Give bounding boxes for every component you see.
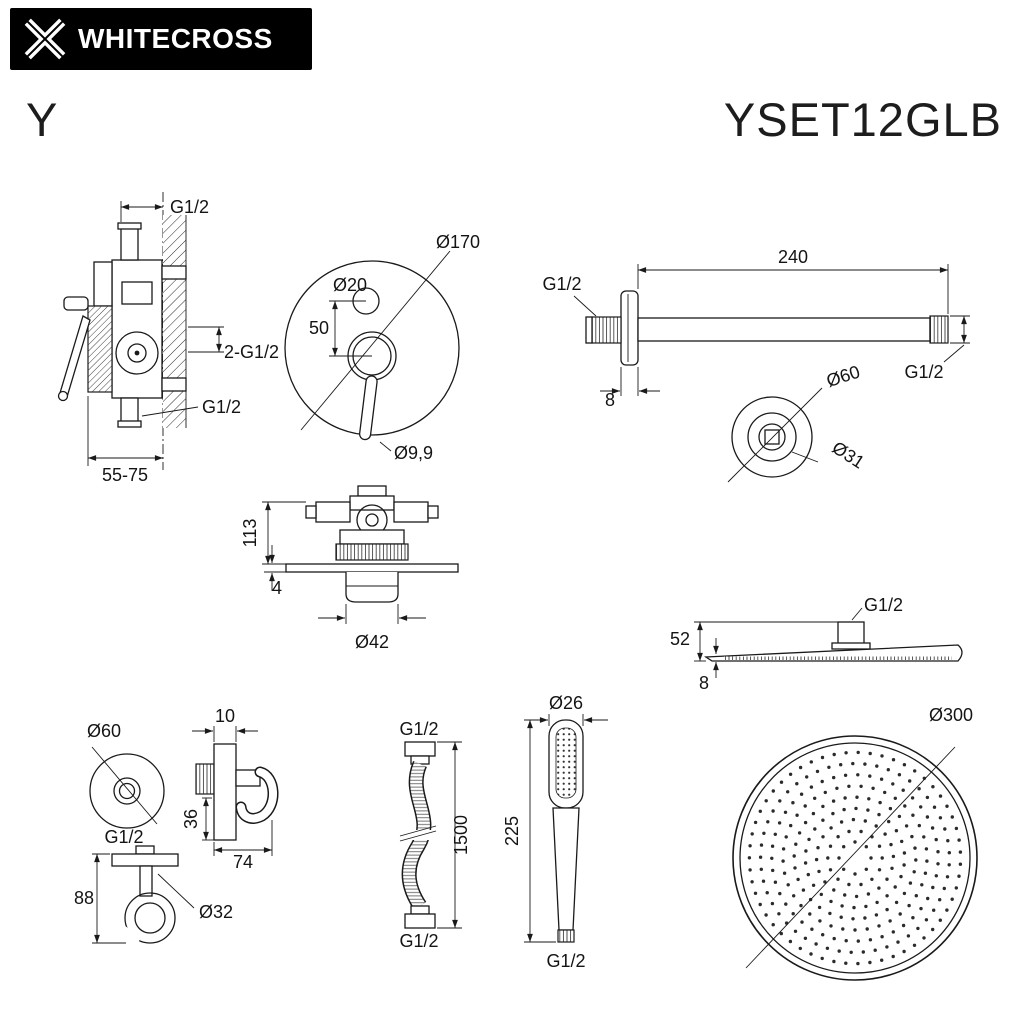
whitecross-logo-icon [24, 18, 66, 60]
dim-label-arm-escutcheon-dia: Ø31 [829, 437, 868, 472]
dim-label-plate-thickness: 4 [272, 578, 282, 598]
drawing-shower-holder-side-view: 10 36 74 [181, 706, 279, 872]
dim-label-lever-dia: Ø9,9 [394, 443, 433, 463]
dim-label-arm-flange-thickness: 8 [605, 390, 615, 410]
dim-label-holder-height: 36 [181, 809, 201, 829]
drawing-wall-outlet-holder-view: 88 Ø32 [74, 845, 233, 948]
drawing-wall-outlet-front-view: Ø60 G1/2 [87, 721, 165, 847]
dim-label-mixer-bottom-thread: G1/2 [202, 397, 241, 417]
dim-label-sleeve-dia: Ø42 [355, 632, 389, 652]
brand-header: WHITECROSS [10, 8, 312, 70]
dim-label-handshower-thread: G1/2 [546, 951, 585, 971]
dim-label-overhead-edge: 8 [699, 673, 709, 693]
dim-label-arm-end-thread: G1/2 [904, 362, 943, 382]
dim-label-hose-bottom-thread: G1/2 [399, 931, 438, 951]
dim-label-plate-dia: Ø170 [436, 232, 480, 252]
drawing-concealed-mixer-front-view: Ø170 Ø20 50 Ø9,9 [284, 232, 480, 463]
dim-label-mixer-depth: 55-75 [102, 465, 148, 485]
model-number: YSET12GLB [723, 93, 1002, 146]
drawing-rough-in-valve-section: 113 4 Ø42 [240, 485, 459, 652]
dim-label-button-dia: Ø20 [333, 275, 367, 295]
dim-label-handshower-dia: Ø26 [549, 693, 583, 713]
dim-label-mixer-top-thread: G1/2 [170, 197, 209, 217]
dim-label-holder-plate: 10 [215, 706, 235, 726]
dim-label-mixer-ports: 2-G1/2 [224, 342, 279, 362]
dim-label-arm-wall-thread: G1/2 [542, 274, 581, 294]
drawing-shower-arm: G1/2 240 8 G1/2 [542, 247, 970, 410]
dim-label-overhead-thread: G1/2 [864, 595, 903, 615]
dim-label-valve-depth: 113 [240, 519, 260, 548]
dim-label-holder-depth: 74 [233, 852, 253, 872]
drawing-hand-shower: Ø26 G1/2 225 [502, 693, 608, 971]
brand-name: WHITECROSS [78, 23, 273, 54]
nozzle-pattern [747, 750, 963, 966]
dim-label-arm-length: 240 [778, 247, 808, 267]
dim-label-overhead-top-dia: Ø300 [929, 705, 973, 725]
dim-label-hose-top-thread: G1/2 [399, 719, 438, 739]
dim-label-handshower-length: 225 [502, 816, 522, 846]
drawing-concealed-mixer-side-view: G1/2 2-G1/2 G1/2 55-75 [57, 192, 279, 485]
dim-label-outlet-stem-dia: Ø32 [199, 902, 233, 922]
dim-label-outlet-dia: Ø60 [87, 721, 121, 741]
dim-label-button-offset: 50 [309, 318, 329, 338]
dim-label-hose-length: 1500 [451, 815, 471, 855]
dim-label-arm-flange-dia: Ø60 [824, 362, 863, 392]
drawing-overhead-shower-side-view: G1/2 52 8 [670, 595, 963, 693]
drawing-arm-flange-detail: Ø60 Ø31 [727, 362, 868, 483]
drawing-overhead-shower-top-view: Ø300 [732, 705, 978, 981]
series-title: Y [26, 93, 59, 146]
drawing-shower-hose: G1/2 G1/2 1500 [398, 719, 471, 951]
dim-label-outlet-thread: G1/2 [104, 827, 143, 847]
dim-label-outlet-height: 88 [74, 888, 94, 908]
dim-label-overhead-height: 52 [670, 629, 690, 649]
